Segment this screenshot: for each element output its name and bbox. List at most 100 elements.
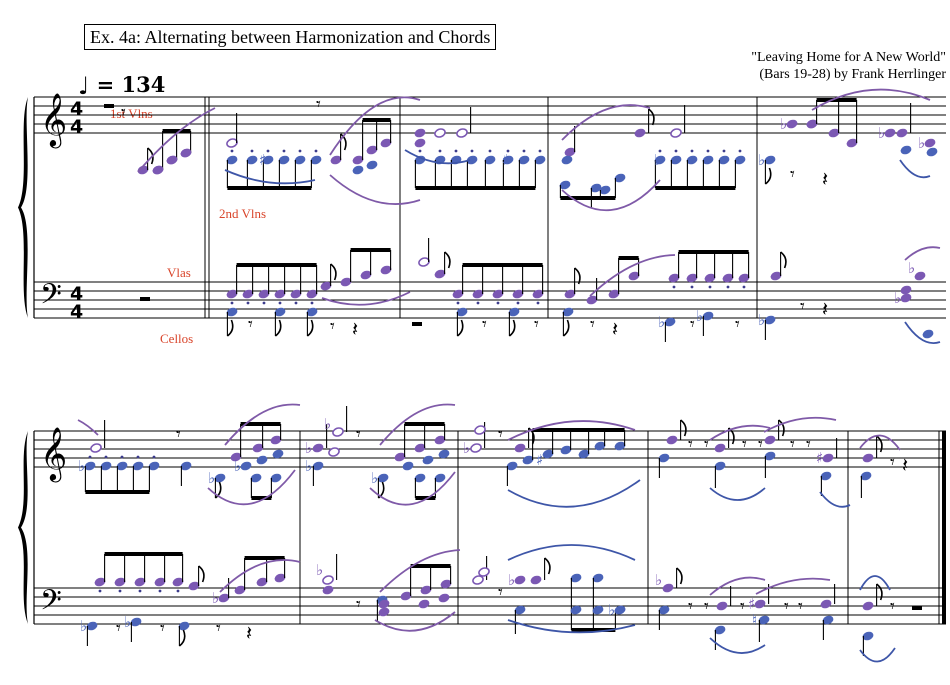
- flat-icon: ♭: [780, 115, 787, 133]
- notehead: [530, 575, 542, 585]
- flat-icon: ♭: [508, 571, 515, 589]
- staccato-dot: [250, 149, 254, 153]
- notehead: [820, 599, 832, 609]
- sharp-icon: ♯: [748, 595, 755, 613]
- note-flag: [456, 319, 464, 337]
- notehead: [896, 128, 908, 138]
- flat-icon: ♭: [463, 439, 470, 457]
- quarter-rest-icon: 𝄽: [352, 317, 358, 341]
- note-flag: [764, 167, 772, 185]
- notehead: [514, 443, 526, 453]
- sharp-icon: ♯: [816, 449, 823, 467]
- notehead: [378, 607, 390, 617]
- staccato-dot: [722, 149, 726, 153]
- notehead: [900, 285, 912, 295]
- note-flag: [198, 565, 205, 583]
- staccato-dot: [706, 149, 710, 153]
- notehead: [478, 567, 490, 577]
- slur: [507, 544, 636, 561]
- slur: [77, 419, 99, 436]
- eighth-rest-icon: 𝄾: [116, 618, 121, 639]
- slur: [379, 403, 456, 446]
- flat-icon: ♭: [918, 134, 925, 152]
- eighth-rest-icon: 𝄾: [690, 314, 695, 335]
- staccato-dot: [726, 285, 730, 289]
- flat-icon: ♭: [78, 457, 85, 475]
- flat-icon: ♭: [234, 457, 241, 475]
- slur: [859, 434, 901, 451]
- eighth-rest-icon: 𝄾: [688, 596, 693, 617]
- slur: [507, 479, 641, 508]
- eighth-rest-icon: 𝄾: [498, 424, 503, 445]
- note-flag: [680, 419, 687, 437]
- label-cellos: Cellos: [160, 331, 194, 346]
- staccato-dot: [496, 301, 500, 305]
- staccato-dot: [266, 149, 270, 153]
- slur: [763, 416, 837, 433]
- brace-icon: [18, 97, 28, 318]
- time-sig-numerator: 4: [70, 283, 83, 305]
- staccato-dot: [158, 589, 162, 593]
- notehead: [312, 443, 324, 453]
- eighth-rest-icon: 𝄾: [890, 452, 895, 473]
- slur: [207, 469, 296, 506]
- staccato-dot: [120, 455, 124, 459]
- slur: [904, 246, 941, 261]
- sharp-icon: ♯: [259, 151, 266, 169]
- staccato-dot: [176, 589, 180, 593]
- notehead: [414, 138, 426, 148]
- eighth-rest-icon: 𝄾: [742, 434, 747, 455]
- flat-icon: ♭: [658, 313, 665, 331]
- treble-clef-icon: 𝄞: [40, 426, 67, 482]
- tempo-value: = 134: [96, 72, 166, 97]
- notehead: [90, 443, 102, 453]
- notehead: [256, 455, 268, 465]
- piece-attribution: "Leaving Home for A New World" (Bars 19-…: [751, 49, 946, 83]
- eighth-rest-icon: 𝄾: [160, 618, 165, 639]
- staccato-dot: [742, 285, 746, 289]
- eighth-rest-icon: 𝄾: [806, 434, 811, 455]
- staccato-dot: [536, 301, 540, 305]
- staccato-dot: [454, 149, 458, 153]
- slur: [219, 559, 301, 593]
- flat-icon: ♭: [655, 571, 662, 589]
- staccato-dot: [88, 455, 92, 459]
- staccato-dot: [522, 149, 526, 153]
- slur: [329, 96, 421, 156]
- staccato-dot: [310, 301, 314, 305]
- flat-icon: ♭: [371, 469, 378, 487]
- staccato-dot: [278, 301, 282, 305]
- notehead: [474, 425, 486, 435]
- slur: [321, 291, 411, 306]
- slur: [709, 487, 766, 501]
- notehead: [328, 447, 340, 457]
- eighth-rest-icon: 𝄾: [688, 434, 693, 455]
- brace-icon: [18, 431, 28, 624]
- eighth-rest-icon: 𝄾: [704, 434, 709, 455]
- slur: [709, 424, 771, 441]
- note-flag: [648, 108, 655, 126]
- staccato-dot: [470, 149, 474, 153]
- note-flag: [508, 319, 516, 337]
- staccato-dot: [262, 301, 266, 305]
- staccato-dot: [104, 455, 108, 459]
- quarter-note-icon: ♩: [78, 72, 90, 100]
- notehead: [862, 601, 874, 611]
- slur: [507, 420, 636, 441]
- label-violas: Vlas: [167, 265, 191, 280]
- slur: [859, 647, 896, 663]
- notehead: [570, 605, 582, 615]
- notehead: [926, 147, 938, 157]
- slur: [561, 179, 661, 212]
- notehead: [822, 453, 834, 463]
- eighth-rest-icon: 𝄾: [330, 316, 335, 337]
- slur: [561, 104, 651, 141]
- staccato-dot: [246, 301, 250, 305]
- note-flag: [274, 319, 282, 337]
- quarter-rest-icon: 𝄽: [902, 453, 908, 477]
- slur: [811, 88, 931, 111]
- slur: [859, 575, 891, 591]
- eighth-rest-icon: 𝄾: [176, 424, 181, 445]
